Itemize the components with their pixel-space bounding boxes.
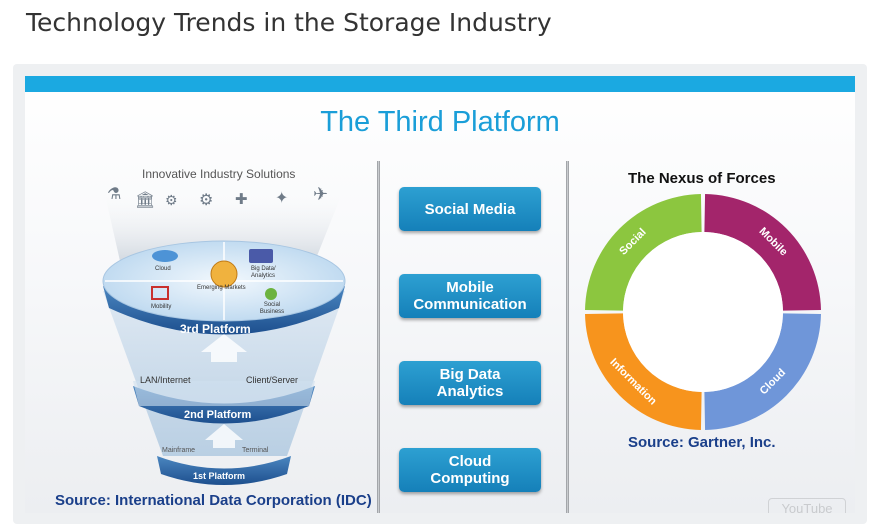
innovative-solutions-label: Innovative Industry Solutions bbox=[142, 167, 296, 181]
lightbulb-icon: ✦ bbox=[275, 190, 289, 207]
platform2-label: 2nd Platform bbox=[184, 409, 252, 421]
bank-icon: 🏛 bbox=[135, 192, 156, 209]
platform3-item-emerging: Emerging Markets bbox=[197, 285, 246, 291]
big-data-analytics-button[interactable]: Big Data Analytics bbox=[399, 361, 541, 405]
platform3-item-bigdata: Big Data/ Analytics bbox=[251, 266, 276, 279]
idc-source: Source: International Data Corporation (… bbox=[55, 492, 372, 509]
platform-funnel-diagram bbox=[102, 186, 346, 485]
factory-icon: ⚙ bbox=[165, 192, 178, 208]
platform3-item-cloud: Cloud bbox=[155, 266, 171, 272]
slide-header-bar bbox=[25, 76, 855, 92]
nexus-segment-information bbox=[585, 313, 702, 430]
youtube-watermark: YouTube bbox=[768, 498, 846, 513]
airplane-icon: ✈ bbox=[313, 184, 329, 204]
nexus-petal bbox=[673, 320, 733, 380]
nexus-petal bbox=[673, 244, 733, 304]
nexus-petal bbox=[635, 282, 695, 342]
cloud-computing-button[interactable]: Cloud Computing bbox=[399, 448, 541, 492]
platform2-left-label: LAN/Internet bbox=[140, 375, 191, 385]
mobility-icon bbox=[151, 286, 169, 300]
platform3-label: 3rd Platform bbox=[180, 322, 251, 336]
chart-icon bbox=[249, 249, 273, 263]
medical-bag-icon: ✚ bbox=[235, 191, 248, 208]
nexus-segment-mobile bbox=[704, 194, 821, 311]
slide-title: The Third Platform bbox=[320, 106, 560, 138]
platform1-left-label: Mainframe bbox=[162, 447, 196, 454]
flask-icon: ⚗ bbox=[107, 186, 122, 203]
nexus-segment-cloud bbox=[704, 313, 821, 430]
cloud-icon bbox=[152, 250, 178, 262]
industry-icons-row: ⚗ 🏛 ⚙ ⚙ ✚ ✦ ✈ bbox=[107, 184, 347, 214]
social-media-button[interactable]: Social Media bbox=[399, 187, 541, 231]
mobile-communication-button[interactable]: Mobile Communication bbox=[399, 274, 541, 318]
page-title: Technology Trends in the Storage Industr… bbox=[26, 8, 552, 37]
right-divider bbox=[566, 161, 569, 513]
nexus-title: The Nexus of Forces bbox=[628, 170, 776, 187]
platform1-right-label: Terminal bbox=[242, 447, 269, 454]
platform3-item-mobility: Mobility bbox=[151, 304, 172, 310]
platform2-right-label: Client/Server bbox=[246, 375, 299, 385]
globe-icon bbox=[210, 260, 238, 288]
nexus-segment-social bbox=[585, 194, 702, 311]
platform3-item-social: Social Business bbox=[259, 302, 285, 315]
gears-icon: ⚙ bbox=[199, 192, 214, 209]
platform1-label: 1st Platform bbox=[193, 471, 246, 481]
gartner-source: Source: Gartner, Inc. bbox=[628, 434, 776, 451]
social-icon bbox=[265, 288, 277, 300]
nexus-petal bbox=[711, 282, 771, 342]
left-divider bbox=[377, 161, 380, 513]
video-slide[interactable]: The Third Platform bbox=[25, 76, 855, 513]
